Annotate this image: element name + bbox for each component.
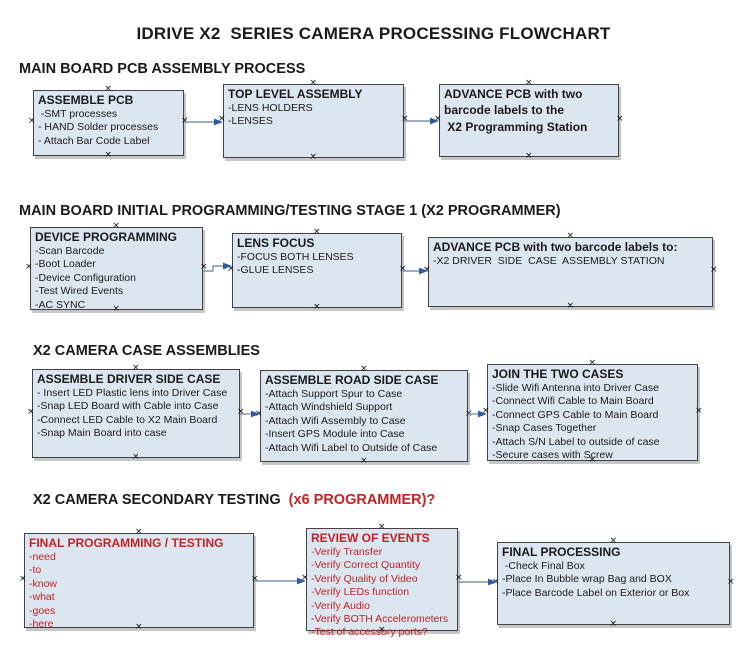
flow-box-item: -Verify Audio (311, 599, 370, 612)
page-title: IDRIVE X2 SERIES CAMERA PROCESSING FLOWC… (136, 24, 611, 43)
section-header-text: MAIN BOARD PCB ASSEMBLY PROCESS (19, 61, 306, 77)
flow-box-title: ADVANCE PCB with two (444, 87, 583, 101)
flow-box-item: -Verify Transfer (311, 546, 383, 558)
flow-box-item: -Attach Support Spur to Case (265, 388, 403, 400)
flow-box-item: -Insert GPS Module into Case (265, 428, 405, 441)
arrow-road-side-to-join-cases (468, 410, 487, 418)
flow-box-item: -Verify LEDs function (311, 586, 410, 599)
section-header-text: MAIN BOARD INITIAL PROGRAMMING/TESTING S… (19, 203, 561, 219)
section-header-red-suffix: (x6 PROGRAMMER)? (288, 492, 436, 508)
flow-box-item: -LENSES (228, 115, 273, 128)
flow-box-item: -Verify Quality of Video (311, 572, 418, 585)
flow-box-item: - Insert LED Plastic lens into Driver Ca… (37, 387, 228, 399)
flow-box-assemble-road-side-case: ASSEMBLE ROAD SIDE CASE-Attach Support S… (255, 365, 473, 466)
flow-box-item: -Scan Barcode (35, 245, 105, 257)
flow-box-item: -Verify Correct Quantity (311, 559, 421, 572)
flow-box-item: -Snap Cases Together (492, 422, 597, 435)
flow-box-item: -LENS HOLDERS (228, 102, 313, 114)
flow-box-item: -Place Barcode Label on Exterior or Box (502, 586, 690, 599)
flow-box-item: -goes (29, 604, 56, 617)
flow-box-item: -Attach S/N Label to outside of case (492, 435, 660, 448)
flow-box-item: -Secure cases with Screw (492, 449, 613, 462)
section-header-text: X2 CAMERA CASE ASSEMBLIES (33, 343, 260, 359)
section-header-main-board-pcb-assembly: MAIN BOARD PCB ASSEMBLY PROCESS (19, 61, 305, 77)
flow-box-item: X2 Programming Station (444, 120, 588, 134)
flow-box-item: -Connect LED Cable to X2 Main Board (37, 413, 218, 426)
flow-box-item: -Verify BOTH Accelerometers (311, 613, 449, 626)
flow-box-item: -Snap Main Board into case (37, 427, 167, 440)
flow-box-item: -what (29, 591, 55, 604)
flow-box-item: -Test Wired Events (35, 285, 124, 298)
flow-box-assemble-driver-side-case: ASSEMBLE DRIVER SIDE CASE- Insert LED Pl… (27, 364, 245, 462)
arrow-device-programming-to-lens-focus (203, 262, 232, 272)
flow-box-title: ASSEMBLE PCB (38, 93, 134, 107)
flow-box-title: TOP LEVEL ASSEMBLY (228, 87, 363, 101)
flow-box-item: -Device Configuration (35, 271, 136, 284)
flow-box-assemble-pcb: ASSEMBLE PCB -SMT processes- HAND Solder… (28, 85, 189, 160)
flow-box-item: -Check Final Box (502, 560, 585, 572)
flow-box-title: LENS FOCUS (237, 236, 315, 250)
flow-box-title: JOIN THE TWO CASES (492, 367, 624, 381)
flow-box-item: -Slide Wifi Antenna into Driver Case (492, 382, 659, 394)
flow-box-item: -need (29, 551, 56, 563)
flow-box-item: -Boot Loader (35, 258, 96, 271)
section-header-secondary-testing: X2 CAMERA SECONDARY TESTING (x6 PROGRAMM… (33, 492, 435, 508)
arrow-lens-focus-to-advance-pcb (402, 267, 428, 275)
flow-box-item: -Test of accessory ports? (311, 626, 428, 639)
flow-box-item: -Snap LED Board with Cable into Case (37, 400, 219, 413)
section-header-text: X2 CAMERA SECONDARY TESTING (33, 492, 289, 508)
flow-box-join-the-two-cases: JOIN THE TWO CASES-Slide Wifi Antenna in… (482, 359, 703, 465)
flow-box-item: -Connect Wifi Cable to Main Board (492, 395, 654, 408)
arrow-top-level-to-advance-pcb (404, 117, 439, 125)
flow-box-advance-pcb-to-programming-station: ADVANCE PCB with two barcode labels to th… (434, 79, 624, 161)
flow-box-title: REVIEW OF EVENTS (311, 531, 430, 545)
flow-box-item: -X2 DRIVER SIDE CASE ASSEMBLY STATION (433, 255, 665, 267)
flow-box-item: -to (29, 564, 42, 577)
arrow-assemble-pcb-to-top-level (184, 118, 223, 126)
flow-box-item: -GLUE LENSES (237, 264, 314, 277)
flow-box-final-processing: FINAL PROCESSING -Check Final Box-Place … (492, 537, 735, 629)
flow-box-review-of-events: REVIEW OF EVENTS-Verify Transfer-Verify … (301, 523, 463, 639)
flow-box-item: -AC SYNC (35, 298, 86, 311)
flow-box-lens-focus: LENS FOCUS-FOCUS BOTH LENSES-GLUE LENSES… (227, 228, 407, 312)
arrow-review-events-to-final-processing (458, 578, 497, 586)
flow-box-item: - Attach Bar Code Label (38, 134, 150, 147)
flow-box-item: - HAND Solder processes (38, 121, 159, 134)
flow-box-title: FINAL PROGRAMMING / TESTING (29, 536, 224, 550)
flow-box-item: -Attach Wifi Assembly to Case (265, 414, 406, 427)
flow-box-item: -SMT processes (38, 108, 118, 120)
flow-box-item: barcode labels to the (444, 103, 565, 117)
flow-box-item: -FOCUS BOTH LENSES (237, 251, 354, 263)
flow-box-item: -here (29, 618, 54, 631)
arrow-final-programming-to-review-events (254, 577, 306, 585)
flow-box-top-level-assembly: TOP LEVEL ASSEMBLY-LENS HOLDERS-LENSES××… (218, 79, 409, 162)
flow-box-item: -Attach Wifi Label to Outside of Case (265, 441, 438, 454)
flow-box-title: DEVICE PROGRAMMING (35, 230, 178, 244)
flow-box-item: -know (29, 577, 58, 590)
flow-box-device-programming: DEVICE PROGRAMMING-Scan Barcode-Boot Loa… (25, 222, 208, 314)
section-header-camera-case-assemblies: X2 CAMERA CASE ASSEMBLIES (33, 343, 260, 359)
flow-box-item: -Place In Bubble wrap Bag and BOX (502, 573, 672, 586)
flow-box-advance-pcb-to-driver-side-case-station: ADVANCE PCB with two barcode labels to:-… (423, 232, 718, 311)
arrow-driver-side-to-road-side (240, 410, 260, 418)
flow-box-item: -Attach Windshield Support (265, 401, 393, 414)
flow-box-title: ASSEMBLE DRIVER SIDE CASE (37, 372, 221, 386)
section-header-initial-programming-testing: MAIN BOARD INITIAL PROGRAMMING/TESTING S… (19, 203, 561, 219)
flow-box-title: FINAL PROCESSING (502, 545, 621, 559)
flow-box-item: -Connect GPS Cable to Main Board (492, 408, 659, 421)
flow-box-title: ADVANCE PCB with two barcode labels to: (433, 240, 678, 254)
flow-box-title: ASSEMBLE ROAD SIDE CASE (265, 373, 439, 387)
